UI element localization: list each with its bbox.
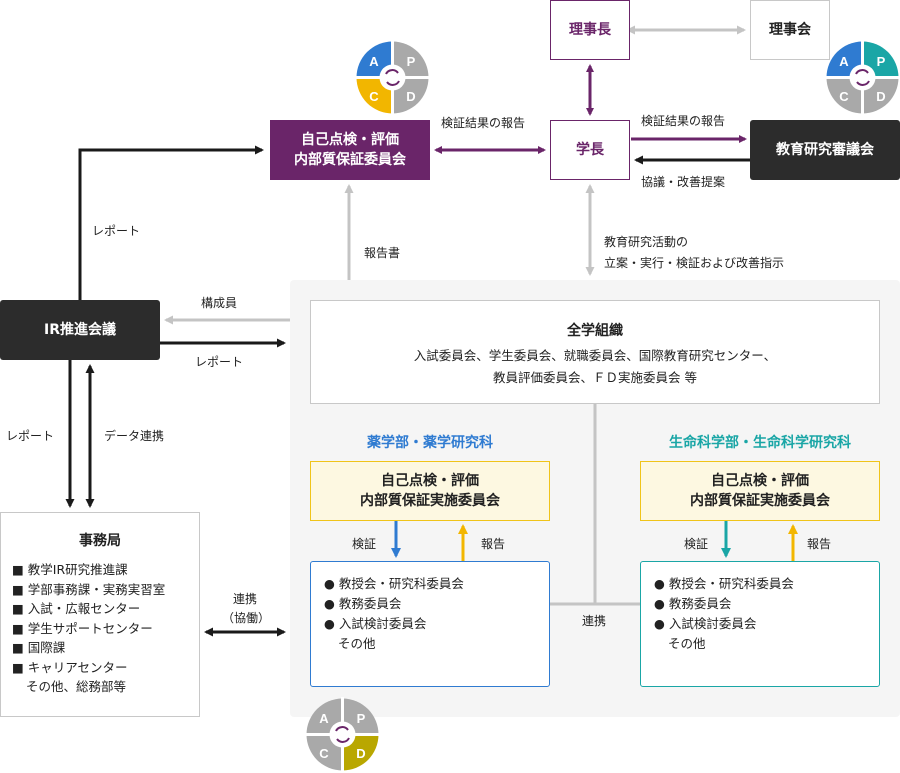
committee-line2: 内部質保証委員会	[294, 152, 406, 168]
university-organization-title: 全学組織	[567, 323, 623, 339]
list-item-other: その他、総務部等	[26, 679, 127, 694]
list-item: ■ 教学IR研究推進課	[12, 562, 128, 577]
pdca-a-label: A	[839, 54, 849, 69]
chairman-label: 理事長	[569, 21, 611, 38]
pdca-d-label: D	[356, 746, 365, 761]
pdca-p-label: P	[877, 54, 886, 69]
list-item: ■ キャリアセンター	[12, 659, 128, 675]
pdca-c-label: C	[839, 89, 849, 104]
pdca-p-label: P	[407, 54, 416, 69]
pdca-p-label: P	[357, 711, 366, 726]
president-label: 学長	[576, 141, 604, 158]
administration-office-list: ■ 教学IR研究推進課 ■ 学部事務課・実務実習室 ■ 入試・広報センター ■ …	[12, 560, 199, 697]
board-box: 理事会	[750, 0, 830, 60]
pharmacy-committee-box: 自己点検・評価 内部質保証実施委員会	[310, 461, 550, 521]
pharmacy-members-box: ● 教授会・研究科委員会 ● 教務委員会 ● 入試検討委員会 その他	[310, 561, 550, 687]
verify-report-left-label: 検証結果の報告	[441, 116, 526, 130]
list-item: ● 教務委員会	[324, 596, 402, 611]
university-organization-box: 全学組織 入試委員会、学生委員会、就職委員会、国際教育研究センター、 教員評価委…	[310, 300, 880, 404]
life-science-committee-box: 自己点検・評価 内部質保証実施委員会	[640, 461, 880, 521]
life-science-committee-line1: 自己点検・評価	[711, 472, 809, 489]
pdca-a-label: A	[319, 711, 329, 726]
ir-council-box: IR推進会議	[0, 300, 160, 360]
life-science-report-label: 報告	[807, 537, 832, 551]
verify-report-right-label: 検証結果の報告	[641, 114, 726, 128]
list-item: ● 入試検討委員会	[324, 616, 427, 631]
proposal-label: 協議・改善提案	[641, 175, 726, 189]
quality-assurance-committee-box: 自己点検・評価 内部質保証委員会	[270, 120, 430, 180]
pharmacy-members-list: ● 教授会・研究科委員会 ● 教務委員会 ● 入試検討委員会 その他	[324, 574, 549, 654]
cooperation-label-2: （協働）	[222, 611, 271, 625]
pharmacy-committee-line1: 自己点検・評価	[381, 472, 479, 489]
university-organization-line1: 入試委員会、学生委員会、就職委員会、国際教育研究センター、	[413, 348, 777, 363]
list-item-other: その他	[668, 636, 706, 651]
instruction-label-2: 立案・実行・検証および改善指示	[604, 256, 785, 270]
list-item: ■ 入試・広報センター	[12, 601, 141, 616]
report-doc-label: 報告書	[364, 246, 401, 260]
pharmacy-verify-label: 検証	[352, 537, 377, 551]
council-label: 教育研究審議会	[776, 141, 874, 158]
committee-line1: 自己点検・評価	[301, 131, 399, 148]
list-item: ● 教務委員会	[654, 596, 732, 611]
pdca-d-label: D	[406, 89, 415, 104]
list-item: ■ 学部事務課・実務実習室	[12, 581, 166, 597]
life-science-title: 生命科学部・生命科学研究科	[669, 435, 851, 451]
administration-office-box: 事務局 ■ 教学IR研究推進課 ■ 学部事務課・実務実習室 ■ 入試・広報センタ…	[0, 512, 200, 717]
life-science-members-list: ● 教授会・研究科委員会 ● 教務委員会 ● 入試検討委員会 その他	[654, 574, 879, 654]
list-item: ● 教授会・研究科委員会	[324, 576, 464, 591]
pharmacy-committee-line2: 内部質保証実施委員会	[360, 493, 500, 509]
cooperation-label-1: 連携	[233, 592, 258, 606]
council-box: 教育研究審議会	[750, 120, 900, 180]
life-science-verify-label: 検証	[684, 537, 709, 551]
data-link-label: データ連携	[104, 429, 165, 443]
report-down-label: レポート	[6, 429, 55, 443]
pharmacy-title: 薬学部・薬学研究科	[367, 435, 493, 451]
pdca-cycle-icon-committee: A P C D	[355, 40, 430, 115]
pdca-c-label: C	[319, 746, 329, 761]
pdca-cycle-icon-faculties: A P C D	[305, 697, 380, 772]
list-item: ■ 国際課	[12, 640, 66, 655]
pdca-cycle-icon-council: A P C D	[825, 40, 900, 115]
link-center-label: 連携	[582, 614, 607, 628]
life-science-committee-line2: 内部質保証実施委員会	[690, 493, 830, 509]
chairman-box: 理事長	[550, 0, 630, 60]
report-left-label: レポート	[92, 224, 141, 238]
list-item-other: その他	[338, 636, 376, 651]
report-ir-label: レポート	[195, 355, 244, 369]
president-box: 学長	[550, 120, 630, 180]
members-label: 構成員	[201, 296, 238, 310]
ir-council-label: IR推進会議	[44, 321, 116, 338]
pdca-c-label: C	[369, 89, 379, 104]
pdca-d-label: D	[876, 89, 885, 104]
pdca-a-label: A	[369, 54, 379, 69]
list-item: ● 教授会・研究科委員会	[654, 576, 794, 591]
university-organization-line2: 教員評価委員会、ＦＤ実施委員会 等	[493, 370, 697, 385]
instruction-label-1: 教育研究活動の	[604, 235, 689, 249]
life-science-members-box: ● 教授会・研究科委員会 ● 教務委員会 ● 入試検討委員会 その他	[640, 561, 880, 687]
list-item: ● 入試検討委員会	[654, 616, 757, 631]
administration-office-title: 事務局	[79, 533, 121, 549]
list-item: ■ 学生サポートセンター	[12, 620, 153, 636]
pharmacy-report-label: 報告	[481, 537, 506, 551]
board-label: 理事会	[769, 21, 811, 38]
